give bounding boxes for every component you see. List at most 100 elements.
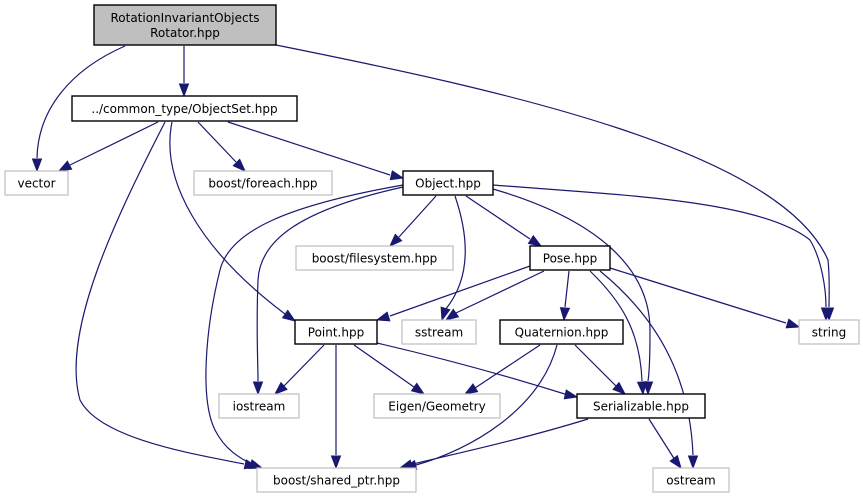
node-box[interactable]	[402, 170, 494, 196]
edge-point-to-sharedptr	[330, 345, 342, 470]
edge-line	[256, 186, 404, 382]
arrowhead-icon	[636, 381, 648, 396]
edge-line	[599, 270, 694, 456]
node-box	[373, 393, 501, 419]
arrowhead-icon	[31, 158, 43, 173]
node-sstream: sstream	[401, 319, 477, 345]
edge-line	[574, 344, 617, 387]
node-box	[798, 319, 860, 345]
arrowhead-icon	[463, 383, 479, 395]
node-sharedptr: boost/shared_ptr.hpp	[256, 467, 417, 493]
arrowhead-icon	[248, 459, 264, 470]
node-label: Point.hpp	[308, 326, 364, 340]
arrowhead-icon	[273, 381, 288, 395]
arrowhead-icon	[388, 233, 403, 248]
node-label: Serializable.hpp	[593, 400, 689, 414]
node-label: ../common_type/ObjectSet.hpp	[91, 102, 277, 116]
node-label: Rotator.hpp	[150, 26, 220, 40]
node-quaternion[interactable]: Quaternion.hpp	[499, 319, 624, 345]
node-box[interactable]	[93, 4, 277, 46]
edge-line	[227, 121, 391, 176]
edge-line	[197, 121, 237, 163]
arrowhead-icon	[612, 381, 627, 395]
node-box[interactable]	[499, 319, 624, 345]
edge-line	[275, 44, 830, 308]
edge-line	[589, 270, 643, 382]
node-iostream: iostream	[218, 393, 300, 419]
arrowhead-icon	[410, 382, 426, 395]
node-object[interactable]: Object.hpp	[402, 170, 494, 196]
edge-pose-to-quaternion	[559, 270, 571, 322]
node-box	[193, 170, 333, 196]
edges-layer	[31, 44, 835, 471]
edge-root-to-string	[275, 44, 835, 322]
edge-line	[36, 45, 126, 159]
edge-pose-to-sstream	[444, 270, 545, 321]
edge-point-to-serializable	[376, 342, 579, 400]
edge-line	[169, 121, 286, 315]
edge-root-to-vector	[31, 45, 126, 173]
node-serializable[interactable]: Serializable.hpp	[576, 393, 706, 419]
edge-line	[648, 418, 676, 461]
node-label: boost/foreach.hpp	[208, 177, 317, 191]
arrowhead-icon	[563, 389, 579, 400]
node-box[interactable]	[529, 245, 611, 271]
node-label: Eigen/Geometry	[388, 400, 485, 414]
arrowhead-icon	[444, 308, 460, 321]
edge-line	[474, 344, 541, 389]
edge-line	[609, 267, 787, 324]
edge-line	[465, 195, 531, 240]
edge-pose-to-point	[375, 265, 531, 322]
edge-line	[75, 121, 245, 465]
arrowhead-icon	[527, 234, 543, 247]
edge-line	[353, 344, 415, 388]
edge-line	[455, 270, 545, 314]
edge-object-to-iostream	[252, 186, 404, 396]
edge-point-to-eigen	[353, 344, 426, 395]
arrowhead-icon	[232, 158, 247, 173]
edge-root-to-objectset	[178, 46, 190, 98]
node-box[interactable]	[71, 95, 298, 122]
node-box[interactable]	[294, 319, 378, 345]
edge-line	[444, 195, 466, 311]
arrowhead-icon	[178, 83, 190, 98]
node-box[interactable]	[576, 393, 706, 419]
node-box	[256, 467, 417, 493]
edge-object-to-sstream	[440, 195, 466, 322]
edge-line	[564, 270, 570, 308]
arrowhead-icon	[785, 318, 801, 329]
node-point[interactable]: Point.hpp	[294, 319, 378, 345]
arrowhead-icon	[669, 454, 682, 470]
node-box	[295, 245, 454, 271]
node-label: iostream	[233, 400, 286, 414]
edge-serializable-to-ostream	[648, 418, 682, 470]
node-foreach: boost/foreach.hpp	[193, 170, 333, 196]
node-label: Pose.hpp	[543, 252, 597, 266]
node-label: vector	[17, 177, 55, 191]
node-objectset[interactable]: ../common_type/ObjectSet.hpp	[71, 95, 298, 122]
edge-line	[492, 184, 827, 308]
edge-quaternion-to-eigen	[463, 344, 541, 395]
edge-objectset-to-vector	[57, 121, 159, 172]
edge-pose-to-string	[609, 267, 801, 329]
edge-object-to-pose	[465, 195, 543, 247]
arrowhead-icon	[281, 309, 297, 322]
arrowhead-icon	[330, 455, 342, 470]
node-box	[652, 467, 730, 493]
edge-pose-to-serializable	[589, 270, 648, 396]
edge-line	[283, 344, 325, 387]
arrowhead-icon	[559, 307, 571, 322]
edge-objectset-to-foreach	[197, 121, 247, 173]
arrowhead-icon	[375, 311, 391, 322]
edge-line	[376, 342, 569, 396]
node-label: boost/shared_ptr.hpp	[273, 474, 400, 488]
node-label: boost/filesystem.hpp	[312, 252, 438, 266]
edge-line	[389, 265, 531, 317]
node-ostream: ostream	[652, 467, 730, 493]
edge-line	[398, 195, 437, 238]
arrowhead-icon	[389, 170, 405, 181]
edge-objectset-to-object	[227, 121, 405, 181]
node-pose[interactable]: Pose.hpp	[529, 245, 611, 271]
